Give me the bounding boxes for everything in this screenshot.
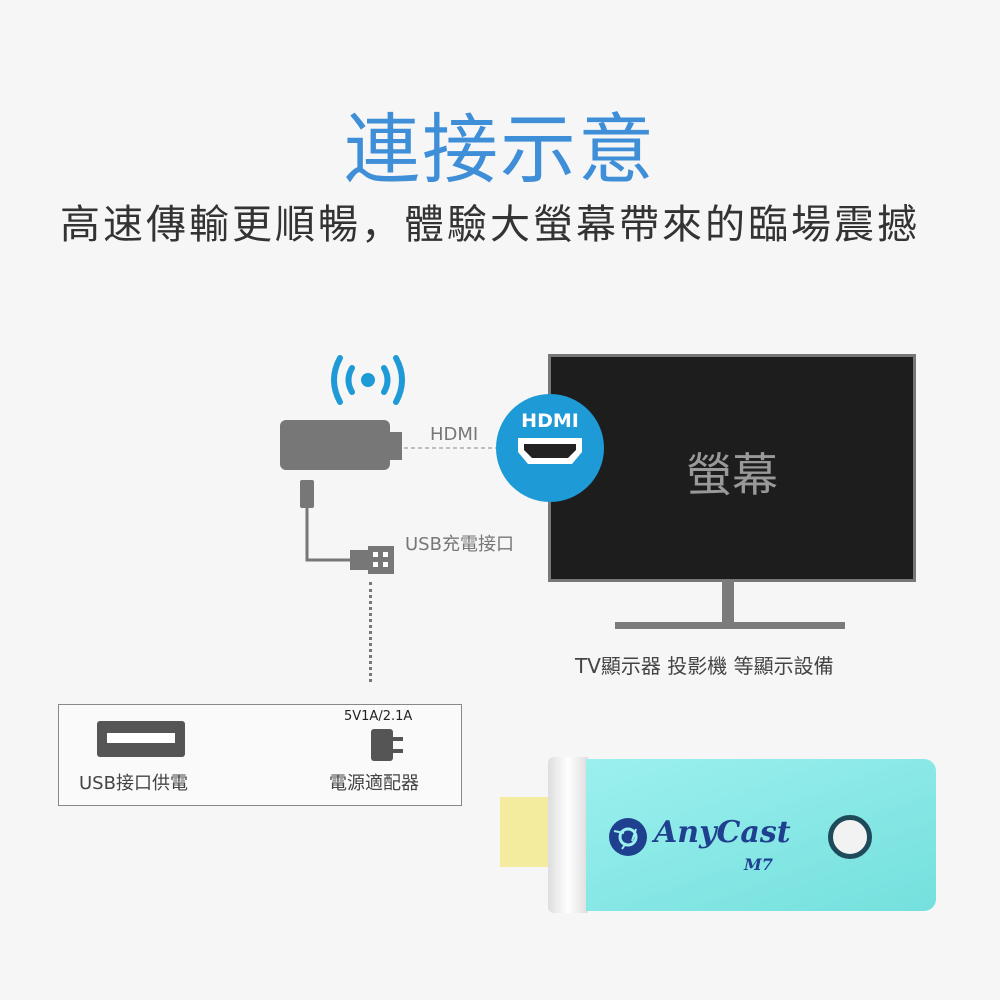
hdmi-plug (500, 797, 556, 867)
dongle-body: AnyCast M7 (586, 759, 936, 911)
usb-power-label: USB接口供電 (79, 773, 188, 794)
subtitle: 高速傳輸更順暢，體驗大螢幕帶來的臨場震撼 (60, 202, 920, 248)
tv-caption: TV顯示器 投影機 等顯示設備 (575, 654, 834, 678)
page-title: 連接示意 (344, 105, 656, 194)
usb-charging-label: USB充電接口 (405, 534, 514, 555)
brand-name: AnyCast (654, 815, 791, 850)
connector-line (369, 582, 372, 682)
hdmi-badge: HDMI (496, 394, 604, 502)
dongle-diagram (280, 420, 500, 574)
hdmi-cable-label: HDMI (430, 424, 479, 445)
tv-screen: 螢幕 (548, 354, 916, 582)
screen-label: 螢幕 (686, 448, 778, 502)
power-options-box: USB接口供電 5V1A/2.1A 電源適配器 (58, 704, 462, 806)
anycast-logo-icon (609, 818, 647, 856)
usb-port-icon (97, 721, 185, 757)
dongle-collar (548, 757, 588, 913)
hdmi-port-icon (518, 438, 582, 464)
tv-base (615, 622, 845, 629)
anycast-dongle: AnyCast M7 (500, 755, 940, 915)
power-adapter-icon (371, 729, 403, 761)
tv-stand (722, 580, 734, 622)
hdmi-badge-label: HDMI (521, 410, 579, 432)
adapter-label: 電源適配器 (329, 773, 419, 794)
wifi-signal-icon (331, 355, 405, 405)
model-name: M7 (744, 855, 773, 874)
power-spec: 5V1A/2.1A (344, 709, 413, 724)
dongle-button (828, 815, 872, 859)
